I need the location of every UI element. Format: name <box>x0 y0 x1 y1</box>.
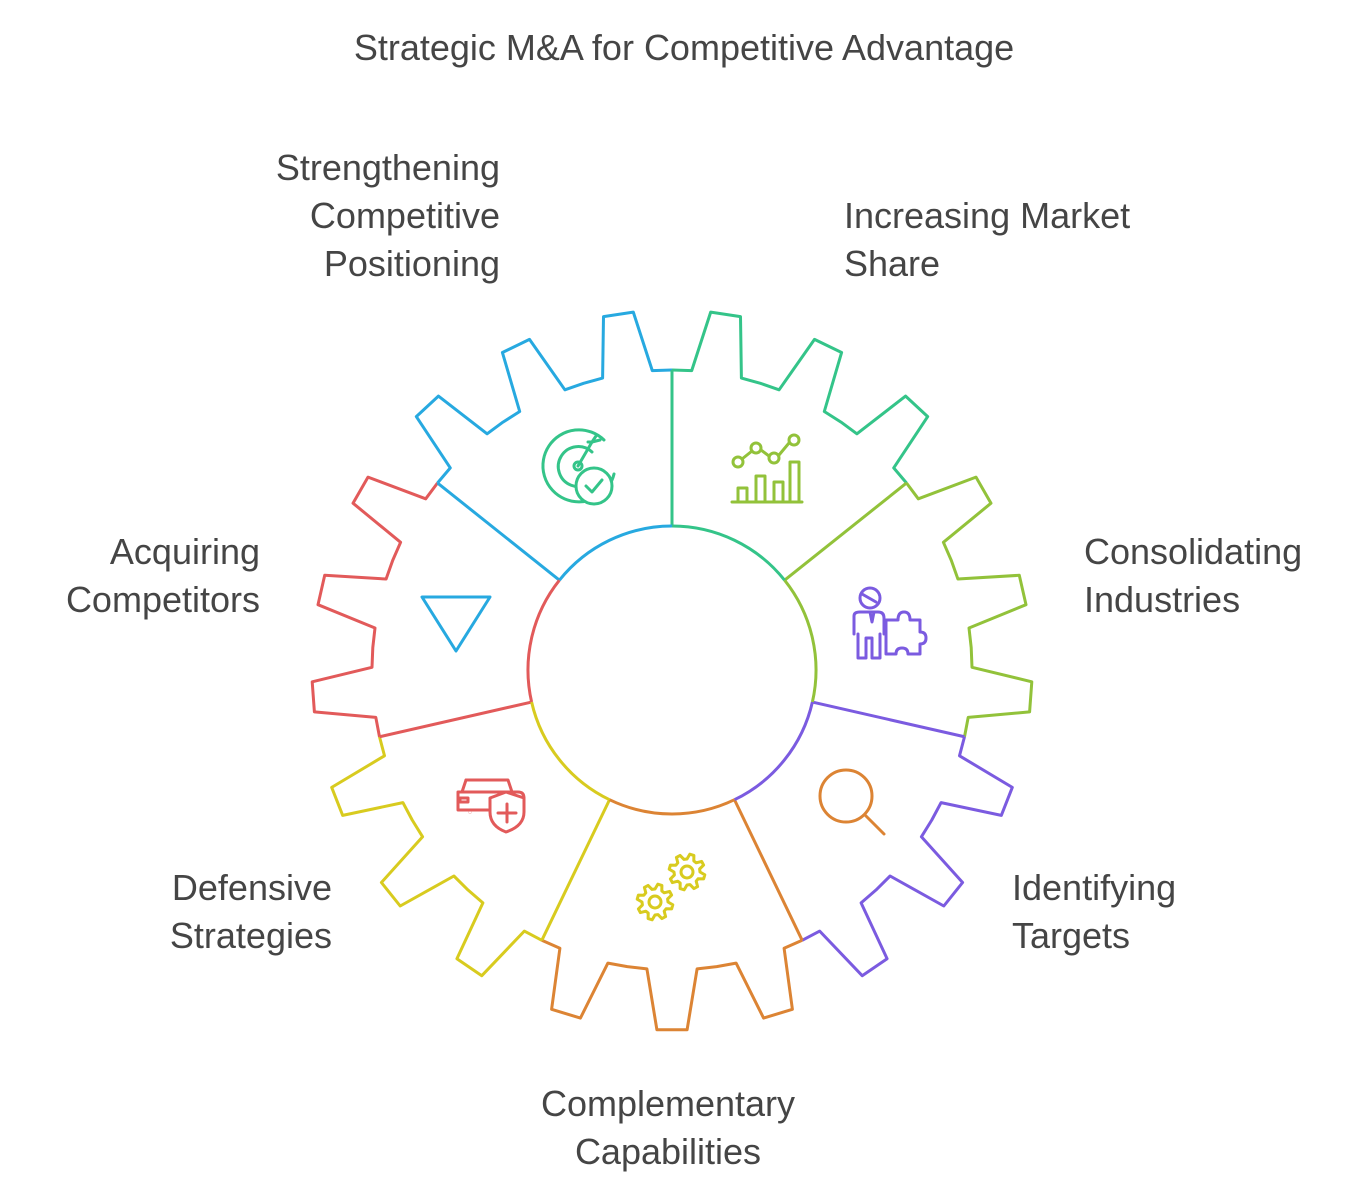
label-strengthening-competitive-positioning: Strengthening Competitive Positioning <box>275 147 500 284</box>
gear-hub <box>526 524 818 816</box>
gear-divider-acquiring <box>436 481 561 582</box>
gear-segment-market-share <box>905 475 1034 738</box>
gear-divider-identifying <box>733 799 804 941</box>
gear-teeth <box>310 310 1034 1032</box>
gear-segment-acquiring <box>414 310 673 484</box>
gear-hub-arc-complementary <box>530 701 611 802</box>
gear-segment-consolidating <box>801 736 1014 978</box>
gear-hub-arc-strengthening <box>671 524 786 582</box>
gear-segment-defensive <box>310 475 439 738</box>
gear-segment-complementary <box>330 736 543 978</box>
gear-hub-arc-defensive <box>526 579 561 703</box>
gears-icon <box>635 852 707 922</box>
label-complementary-capabilities: Complementary Capabilities <box>540 1083 796 1172</box>
magnifier-icon <box>818 768 886 836</box>
gear-segment-strengthening <box>671 310 930 484</box>
label-defensive-strategies: Defensive Strategies <box>169 867 332 956</box>
car-shield-icon <box>456 778 526 834</box>
gear-hub-arc-market-share <box>783 579 818 703</box>
target-check-icon <box>541 428 616 506</box>
gear-hub-arc-identifying <box>608 798 736 816</box>
gear-divider-complementary <box>540 799 611 941</box>
person-puzzle-icon <box>852 586 928 660</box>
gear-dividers <box>379 370 965 941</box>
gear-divider-defensive <box>379 700 532 739</box>
gear-divider-consolidating <box>812 700 965 739</box>
label-increasing-market-share: Increasing Market Share <box>844 195 1131 284</box>
gear-divider-market-share <box>783 481 908 582</box>
gear-segment-identifying <box>541 938 803 1032</box>
label-acquiring-competitors: Acquiring Competitors <box>65 531 260 620</box>
triangle-icon <box>420 595 492 653</box>
diagram-title: Strategic M&A for Competitive Advantage <box>353 27 1015 68</box>
gear-hub-arc-consolidating <box>733 701 814 802</box>
gear-hub-arc-acquiring <box>558 524 673 582</box>
label-consolidating-industries: Consolidating Industries <box>1084 531 1303 620</box>
label-identifying-targets: Identifying Targets <box>1012 867 1177 956</box>
growth-chart-icon <box>730 433 804 504</box>
